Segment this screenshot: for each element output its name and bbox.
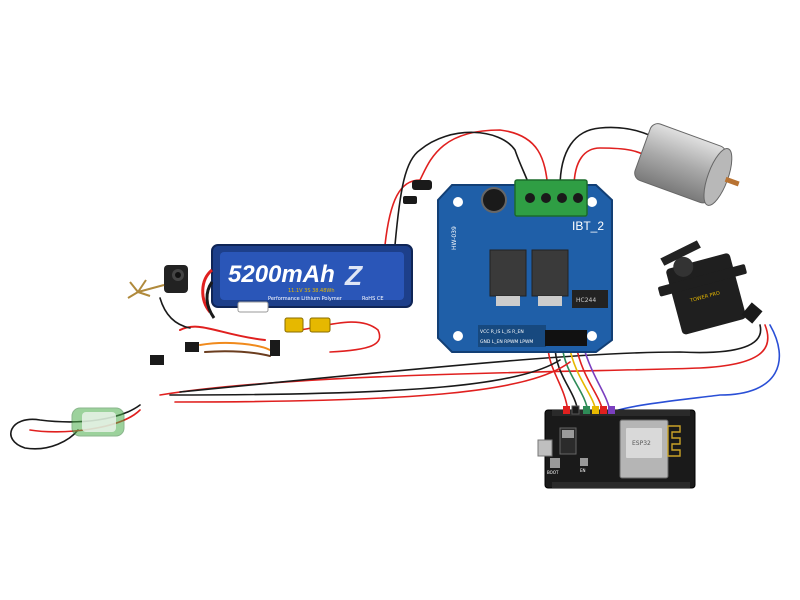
wire-camera-cable — [159, 297, 191, 329]
esp32-en-label: EN — [580, 468, 586, 473]
driver-chip-label: HC244 — [576, 297, 596, 304]
wire-motor-1 — [559, 126, 661, 189]
wire-servo-ground — [179, 324, 762, 393]
wire-servo-lead-orange — [199, 341, 271, 351]
wire-servo-lead-red — [179, 325, 266, 341]
servo-motor: TOWER PRO — [658, 240, 763, 335]
battery-series-label: Performance Lithium Polymer — [268, 296, 343, 302]
battery-cert-label: RoHS CE — [362, 296, 383, 302]
fuse-holder — [403, 180, 432, 204]
wifi-antenna-icon — [667, 425, 681, 457]
wire-motor-2 — [573, 147, 653, 189]
wire-battery-positive — [384, 129, 549, 246]
battery-spec-label: 11.1V 3S 38.48Wh — [288, 288, 335, 294]
wire-signal-black — [169, 359, 561, 396]
battery-capacity-label: 5200mAh — [228, 261, 335, 288]
driver-pin-row2: GND L_EN RPWM LPWM — [480, 339, 533, 345]
motor-driver-board: HC244 IBT_2 HW-039 VCC R_IS L_IS R_EN GN… — [437, 179, 613, 353]
antenna-icon — [127, 279, 151, 299]
esp32-board: BOOT EN ESP32 — [537, 405, 696, 489]
lipo-battery: 5200mAh Z 11.1V 3S 38.48Wh Performance L… — [201, 244, 413, 333]
driver-pin-row1: VCC R_IS L_IS R_EN — [480, 329, 524, 335]
wire-servo-signal — [611, 324, 781, 413]
wire-signal-red — [174, 361, 571, 403]
esp32-module-label: ESP32 — [632, 440, 651, 447]
driver-code-label: HW-039 — [451, 226, 458, 250]
esp32-header-bottom — [552, 482, 690, 488]
driver-pin-header — [545, 330, 587, 346]
wires — [10, 126, 781, 450]
receiver-module — [71, 340, 280, 437]
fpv-camera — [127, 265, 188, 299]
wire-servo-lead-brown — [204, 350, 271, 357]
wire-driver-vcc — [547, 344, 569, 413]
esp32-header-top — [552, 410, 690, 416]
dc-motor — [634, 123, 740, 206]
driver-model-label: IBT_2 — [572, 219, 604, 233]
esp32-boot-label: BOOT — [547, 470, 559, 475]
wire-battery-negative — [394, 131, 531, 246]
battery-brand-letter: Z — [344, 260, 363, 291]
